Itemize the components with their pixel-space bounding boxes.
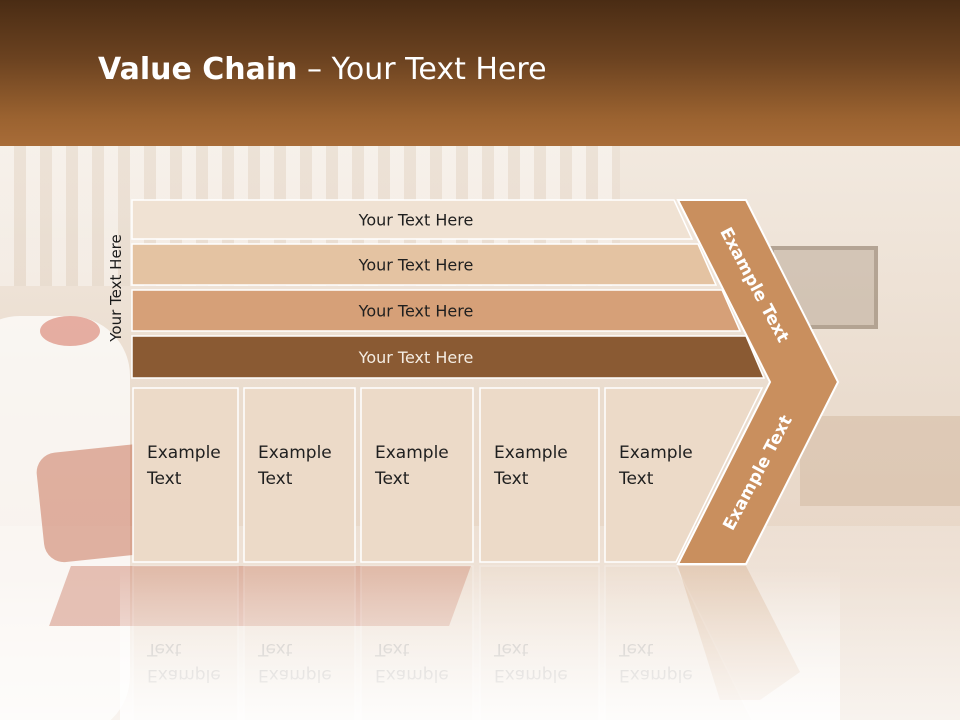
box-1: [132, 387, 239, 563]
box-2: [243, 387, 356, 563]
bar-3-label: Your Text Here: [358, 302, 474, 321]
bar-2-label: Your Text Here: [358, 256, 474, 275]
bar-1: [131, 199, 694, 240]
box-1-line2: Text: [146, 469, 182, 489]
sofa-decoration: [0, 316, 130, 720]
title-bold: Value Chain: [98, 52, 298, 87]
chevron-shape: [676, 199, 840, 565]
box-3-line2: Text: [374, 469, 410, 489]
box-3: [360, 387, 474, 563]
box-5-line1: Example: [619, 443, 693, 463]
title-bar: Value Chain – Your Text Here: [0, 0, 960, 146]
box-5: [604, 387, 764, 563]
reflection-fade: [120, 566, 840, 720]
title-rest: – Your Text Here: [297, 52, 547, 87]
slide-title: Value Chain – Your Text Here: [98, 52, 547, 87]
box-2-line2: Text: [257, 469, 293, 489]
cabinet-decoration: [800, 416, 960, 506]
bar-2: [131, 243, 718, 286]
box-2-line1: Example: [258, 443, 332, 463]
box-4-line1: Example: [494, 443, 568, 463]
box-1-line1: Example: [147, 443, 221, 463]
flowers-decoration: [40, 316, 100, 346]
box-4: [479, 387, 600, 563]
box-3-line1: Example: [375, 443, 449, 463]
box-4-line2: Text: [493, 469, 529, 489]
bar-1-label: Your Text Here: [358, 211, 474, 230]
bar-3: [131, 289, 742, 332]
box-5-line2: Text: [618, 469, 654, 489]
bar-4-label: Your Text Here: [358, 348, 474, 367]
bar-4: [131, 335, 766, 379]
